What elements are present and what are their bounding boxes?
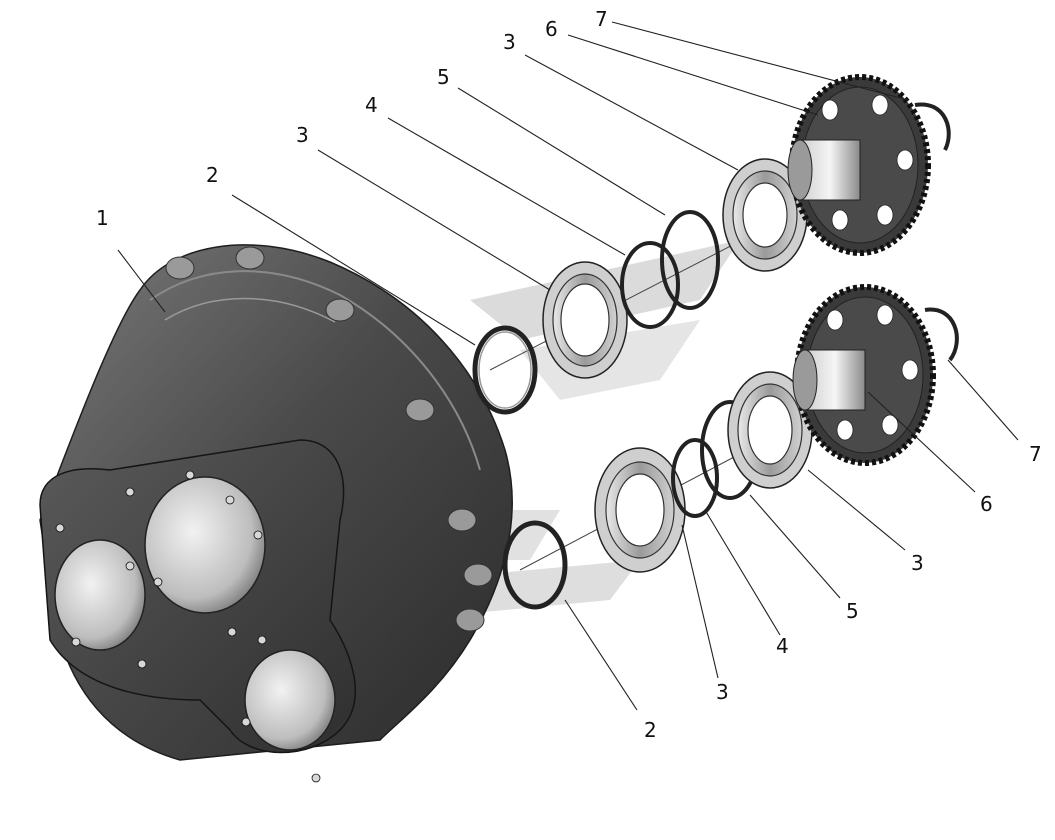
callout-5-lower: 5 bbox=[846, 599, 859, 623]
leader-5-upper bbox=[457, 87, 666, 216]
callout-labels: 1 2 3 4 5 3 6 7 7 6 3 5 4 3 2 bbox=[96, 7, 1042, 742]
housing-face-holes bbox=[55, 470, 321, 783]
callout-3-lower-outer: 3 bbox=[911, 551, 924, 575]
leader-3-lower-outer bbox=[807, 469, 906, 551]
leader-1 bbox=[117, 249, 166, 313]
bearing-3-upper-outer bbox=[722, 158, 808, 272]
ring-2-upper bbox=[472, 325, 538, 415]
callout-2-upper: 2 bbox=[206, 163, 219, 187]
spacer-4-lower bbox=[671, 438, 719, 518]
leader-6-upper bbox=[567, 34, 819, 116]
callout-2-lower: 2 bbox=[644, 718, 657, 742]
leader-6-lower bbox=[867, 391, 976, 493]
leader-4-upper bbox=[387, 117, 626, 256]
housing-bore-top bbox=[144, 476, 266, 614]
leader-3-lower-inner bbox=[681, 524, 719, 679]
snapring-7-upper bbox=[914, 102, 951, 151]
callout-3-upper-inner: 3 bbox=[296, 123, 309, 147]
callout-4-lower: 4 bbox=[776, 634, 789, 658]
leader-lines bbox=[117, 21, 1019, 711]
gear-6-upper bbox=[787, 74, 931, 256]
leader-7-upper bbox=[611, 21, 909, 101]
leader-3-upper-outer bbox=[524, 54, 739, 171]
callout-3-lower-inner: 3 bbox=[716, 680, 729, 704]
callout-7-lower: 7 bbox=[1029, 442, 1042, 466]
callout-1: 1 bbox=[96, 206, 109, 230]
callout-6-upper: 6 bbox=[545, 17, 558, 41]
bearing-3-lower-inner bbox=[594, 447, 686, 573]
ring-2-lower bbox=[502, 520, 568, 610]
leader-3-upper-inner bbox=[317, 149, 551, 291]
callout-3-upper-outer: 3 bbox=[503, 30, 516, 54]
housing-bolt-bosses bbox=[165, 246, 493, 632]
housing-bore-left bbox=[54, 539, 146, 651]
housing-part bbox=[39, 244, 513, 783]
bearing-3-lower-outer bbox=[727, 371, 813, 489]
snapring-7-lower bbox=[924, 307, 959, 362]
leader-5-lower bbox=[749, 494, 841, 599]
callout-4-upper: 4 bbox=[365, 93, 378, 117]
leader-2-upper bbox=[231, 194, 476, 346]
leader-4-lower bbox=[704, 509, 781, 636]
leader-2-lower bbox=[564, 599, 638, 711]
leader-7-lower bbox=[947, 359, 1019, 441]
bearing-3-upper-inner bbox=[542, 261, 628, 379]
housing-bore-bottom bbox=[244, 649, 336, 751]
spacer-4-upper bbox=[620, 241, 680, 329]
gear-6-lower bbox=[792, 284, 936, 466]
callout-7-upper: 7 bbox=[595, 7, 608, 31]
ring-5-upper bbox=[660, 210, 720, 310]
callout-5-upper: 5 bbox=[437, 65, 450, 89]
callout-6-lower: 6 bbox=[980, 492, 993, 516]
